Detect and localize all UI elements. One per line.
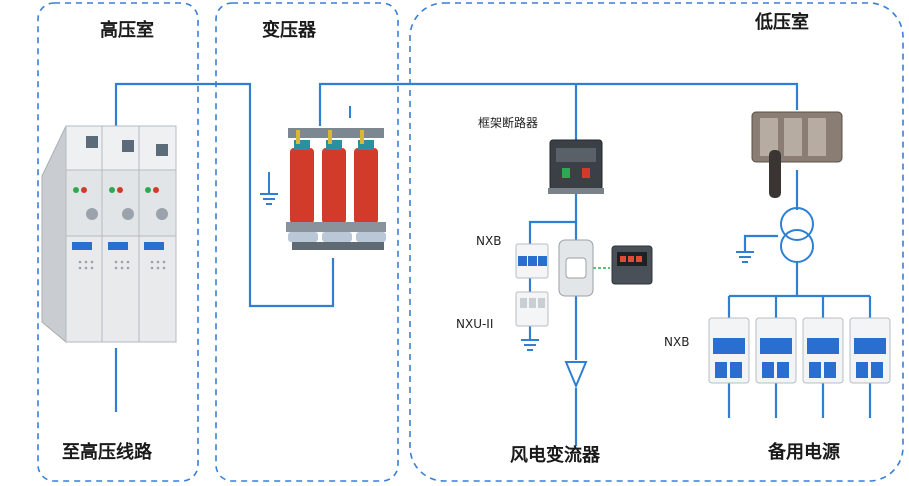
low-voltage-room-zone — [409, 2, 904, 482]
high-voltage-room-title: 高压室 — [100, 19, 154, 41]
nxu-surge-protector — [515, 291, 549, 327]
high-voltage-room-zone — [37, 2, 199, 482]
ground-icon — [521, 339, 539, 351]
nxb-left-label: NXB — [476, 234, 501, 248]
rotary-switch — [751, 111, 843, 198]
nxb-breaker — [755, 317, 797, 384]
nxb-breaker-left — [515, 243, 549, 279]
nxb-breaker-bank — [708, 317, 891, 384]
frame-breaker — [548, 139, 604, 194]
nxb-breaker — [802, 317, 844, 384]
ground-icon — [736, 251, 754, 263]
hv-switchgear-cabinet — [41, 125, 177, 344]
dry-type-transformer — [286, 128, 386, 250]
transformer-symbol — [780, 207, 814, 263]
ground-icon — [260, 172, 278, 205]
to-hv-line-label: 至高压线路 — [62, 441, 153, 463]
nxb-breaker — [708, 317, 750, 384]
arrow-down-icon — [564, 361, 588, 389]
digital-meter — [611, 245, 653, 285]
nxb-breaker — [849, 317, 891, 384]
transformer-room-title: 变压器 — [262, 19, 317, 41]
wiring — [114, 82, 872, 446]
backup-power-label: 备用电源 — [767, 441, 840, 463]
transformer-room-zone — [215, 2, 399, 482]
nxu-label: NXU-II — [456, 317, 493, 331]
current-transformer — [558, 239, 594, 297]
to-wind-converter-label: 风电变流器 — [510, 444, 601, 466]
frame-breaker-label: 框架断路器 — [478, 115, 538, 130]
nxb-right-label: NXB — [664, 335, 689, 349]
low-voltage-room-title: 低压室 — [754, 11, 809, 33]
